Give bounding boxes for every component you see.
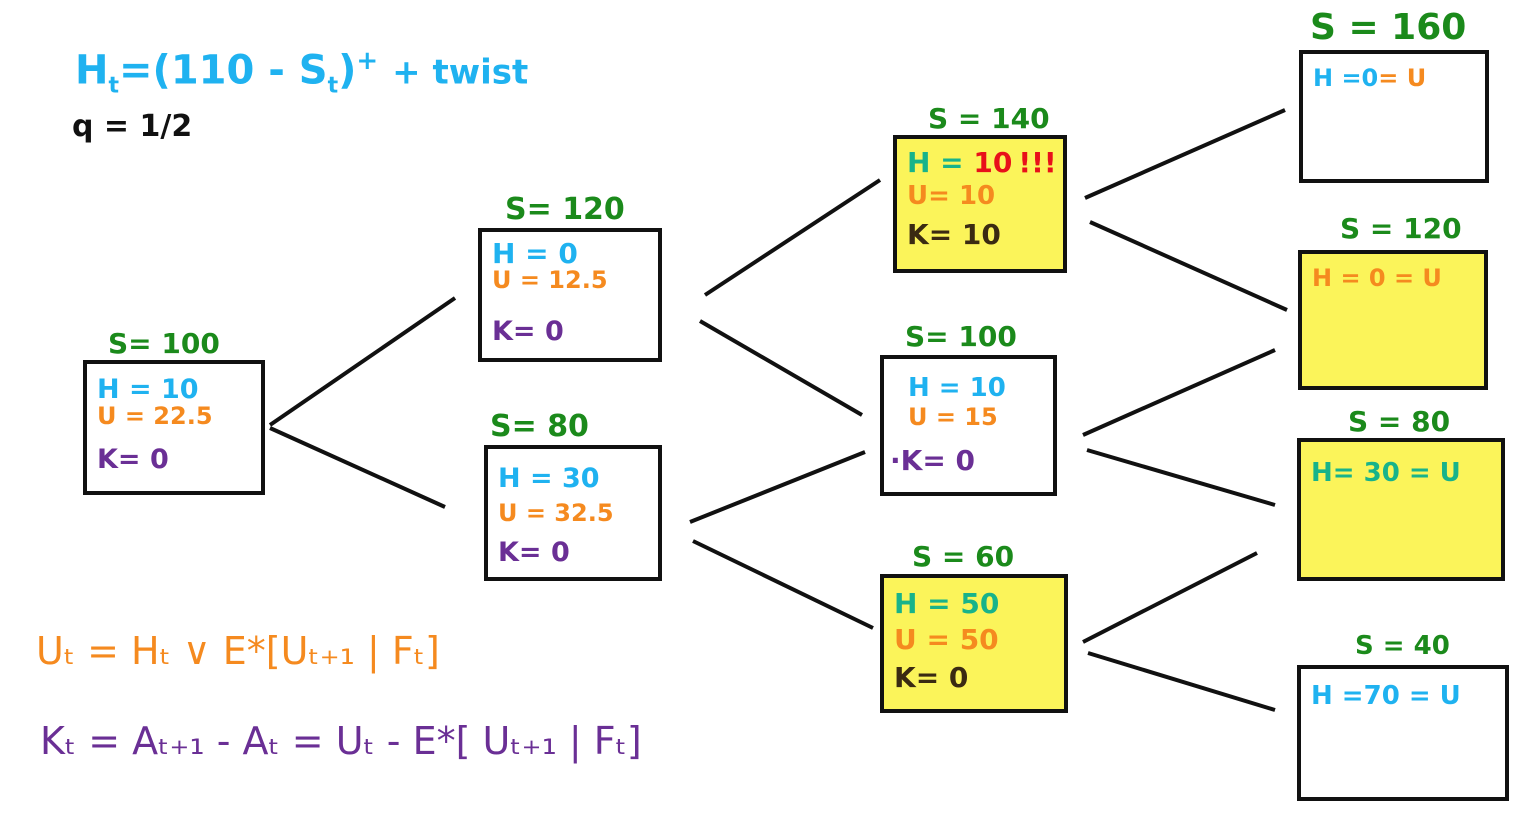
node-n2d-u: U = 50: [894, 623, 999, 656]
node-n1d-k: K= 0: [498, 537, 570, 568]
u-formula: Uₜ = Hₜ ∨ E*[Uₜ₊₁ | Fₜ]: [36, 629, 440, 673]
node-n3d-s-label: S = 40: [1355, 631, 1450, 661]
node-n2m-u: U = 15: [908, 403, 998, 431]
node-n3a-line: H =0= U: [1313, 66, 1426, 90]
payoff-h: H: [75, 47, 109, 94]
node-n3b: H = 0 = U: [1298, 250, 1488, 390]
node-n3a-h: H =0: [1313, 64, 1379, 92]
node-n2m-s-label: S= 100: [905, 320, 1017, 353]
edge-n0-n1d: [269, 426, 446, 509]
k-formula: Kₜ = Aₜ₊₁ - Aₜ = Uₜ - E*[ Uₜ₊₁ | Fₜ]: [40, 719, 642, 763]
node-n3a-eq-u: = U: [1378, 64, 1427, 92]
node-n3c: H= 30 = U: [1297, 438, 1505, 581]
edge-n2u-n3a: [1084, 108, 1286, 200]
node-n3c-s-label: S = 80: [1348, 405, 1451, 438]
payoff-formula: Ht=(110 - St)+ + twist: [75, 48, 528, 97]
node-n2u-k: K= 10: [907, 218, 1001, 251]
node-n2u-h-line: H = 10!!!: [907, 149, 1057, 177]
edge-n2m-n3b: [1082, 348, 1276, 437]
node-n2d-h: H = 50: [894, 587, 1000, 620]
node-n2m: H = 10 U = 15 ·K= 0: [880, 355, 1057, 496]
node-n2u-h-excl: !!!: [1018, 146, 1057, 179]
node-n1u: H = 0 U = 12.5 K= 0: [478, 228, 662, 362]
node-n0: H = 10 U = 22.5 K= 0: [83, 360, 265, 495]
node-n3a-s-label: S = 160: [1310, 7, 1467, 48]
node-n0-k: K= 0: [97, 444, 169, 475]
node-n2m-k: ·K= 0: [890, 444, 976, 477]
payoff-end: ): [338, 47, 357, 94]
node-n1u-h: H = 0: [492, 237, 578, 270]
node-n1d-u: U = 32.5: [498, 499, 614, 527]
node-n1u-k: K= 0: [492, 316, 564, 347]
node-n1u-u: U = 12.5: [492, 266, 608, 294]
node-n3b-h: H = 0 = U: [1312, 264, 1442, 292]
node-n2u: H = 10!!! U= 10 K= 10: [893, 135, 1067, 273]
edge-n0-n1u: [268, 296, 457, 427]
payoff-h-sub: t: [108, 73, 120, 99]
node-n0-u: U = 22.5: [97, 402, 213, 430]
payoff-s-sub: t: [327, 73, 339, 99]
node-n3d-h: H =70 = U: [1311, 681, 1461, 711]
node-n2m-h: H = 10: [908, 373, 1006, 403]
node-n2d-k: K= 0: [894, 661, 969, 694]
payoff-plus-sup: +: [356, 46, 379, 76]
node-n1d-s-label: S= 80: [490, 409, 589, 444]
edge-n1d-n2d: [692, 539, 874, 630]
node-n3c-h: H= 30 = U: [1311, 458, 1461, 488]
payoff-rest: =(110 - S: [119, 47, 328, 94]
edge-n2d-n3c: [1082, 551, 1258, 644]
edge-n2u-n3b: [1089, 220, 1288, 312]
node-n3a: H =0= U: [1299, 50, 1489, 183]
node-n1d-h: H = 30: [498, 463, 600, 494]
node-n2u-h-val: 10: [973, 146, 1013, 179]
edge-n2m-n3c: [1086, 448, 1276, 507]
payoff-tail: + twist: [392, 52, 529, 93]
node-n2d-s-label: S = 60: [912, 540, 1015, 573]
q-label: q = 1/2: [72, 109, 193, 144]
edge-n1d-n2m: [689, 450, 866, 524]
node-n2u-s-label: S = 140: [928, 102, 1050, 135]
node-n2d: H = 50 U = 50 K= 0: [880, 574, 1068, 713]
node-n0-s-label: S= 100: [108, 327, 220, 360]
node-n2u-h: H =: [907, 146, 974, 179]
node-n1d: H = 30 U = 32.5 K= 0: [484, 445, 662, 581]
node-n0-h: H = 10: [97, 374, 199, 405]
edge-n2d-n3d: [1087, 651, 1276, 712]
node-n3d: H =70 = U: [1297, 665, 1509, 801]
edge-n1u-n2m: [698, 319, 864, 417]
node-n2u-u: U= 10: [907, 181, 996, 211]
node-n3b-s-label: S = 120: [1340, 212, 1462, 245]
node-n1u-s-label: S= 120: [505, 192, 625, 227]
edge-n1u-n2u: [703, 178, 882, 297]
